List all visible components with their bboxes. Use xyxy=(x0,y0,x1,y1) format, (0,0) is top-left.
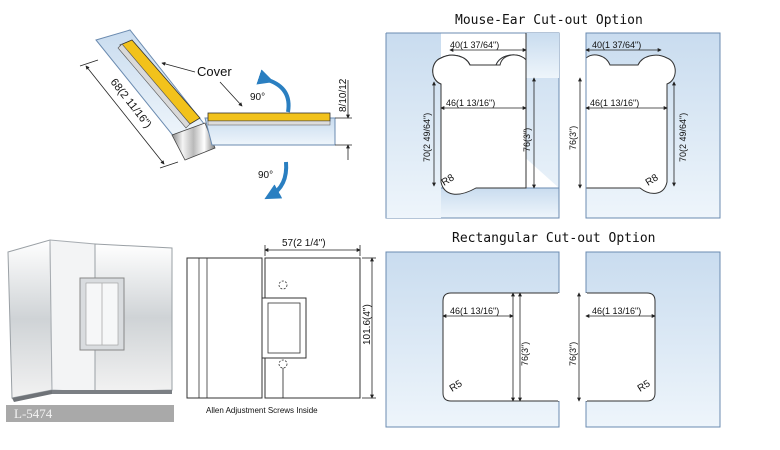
hinge-front-elevation: 57(2 1/4") 101.6(4") Allen Adjustment Sc… xyxy=(186,238,376,415)
rectangular-left-height: 76(3") xyxy=(520,342,530,366)
mouse-ear-left-inner-width: 46(1 13/16") xyxy=(446,98,495,108)
model-number: L-5474 xyxy=(14,406,53,421)
rotation-arrow-up-icon xyxy=(256,69,291,113)
rectangular-left-dims: 46(1 13/16") 76(3") R5 xyxy=(442,292,530,402)
angle-bottom-label: 90° xyxy=(258,170,273,181)
mouse-ear-left-inner-height: 70(2 49/64") xyxy=(422,113,432,162)
mouse-ear-right-outer-height: 76(3") xyxy=(568,126,578,150)
screw-top-icon xyxy=(278,280,288,290)
mouse-ear-right-inner-width: 46(1 13/16") xyxy=(590,98,639,108)
rectangular-title: Rectangular Cut-out Option xyxy=(452,231,656,246)
cover-right xyxy=(207,112,331,122)
allen-screw-note: Allen Adjustment Screws Inside xyxy=(206,406,318,415)
mouse-ear-left-outer-height: 76(3") xyxy=(522,128,532,152)
angle-top-label: 90° xyxy=(250,92,265,103)
mouse-ear-right-top-width: 40(1 37/64") xyxy=(592,40,641,50)
rotation-arrow-down-icon xyxy=(264,161,289,200)
rectangular-left-panel xyxy=(385,251,561,428)
cover-label: Cover xyxy=(197,64,232,79)
mouse-ear-right-panel xyxy=(585,32,721,219)
rectangular-right-height: 76(3") xyxy=(568,342,578,366)
hinge-isometric-view: Cover 90° 90° 8/10/12 68(2 11/16") xyxy=(79,29,352,200)
height-dim-label: 101.6(4") xyxy=(362,304,373,345)
thickness-dim-label: 8/10/12 xyxy=(338,78,349,112)
width-dim-label: 57(2 1/4") xyxy=(282,238,326,249)
mouse-ear-left-panel xyxy=(385,32,560,219)
rectangular-right-inner-width: 46(1 13/16") xyxy=(592,306,641,316)
screw-bottom-icon xyxy=(278,359,288,369)
mouse-ear-right-inner-height: 70(2 49/64") xyxy=(678,113,688,162)
rectangular-right-panel xyxy=(584,251,721,428)
model-badge xyxy=(6,405,174,422)
rectangular-left-inner-width: 46(1 13/16") xyxy=(450,306,499,316)
mouse-ear-left-top-width: 40(1 37/64") xyxy=(450,40,499,50)
hinge-photo xyxy=(7,239,173,402)
mouse-ear-title: Mouse-Ear Cut-out Option xyxy=(455,13,643,28)
